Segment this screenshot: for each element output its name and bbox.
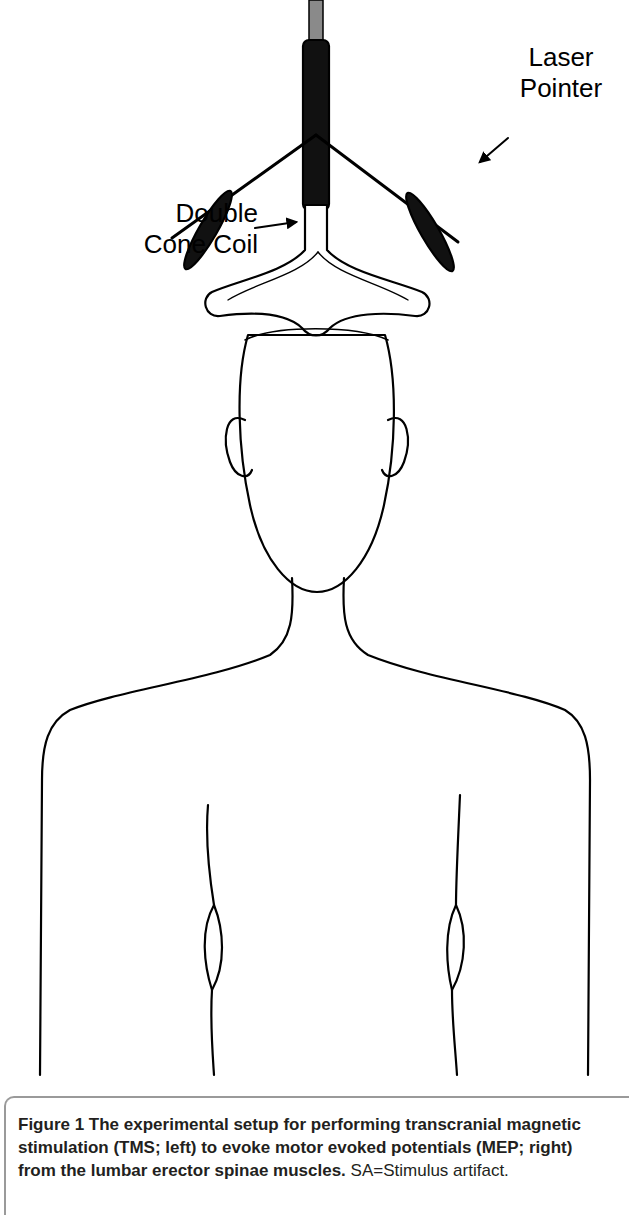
figure-caption: Figure 1 The experimental setup for perf…	[18, 1113, 614, 1182]
abbreviation-note: SA=Stimulus artifact.	[351, 1161, 509, 1180]
head-outline	[240, 335, 394, 592]
part-label: Double Cone Coil	[118, 198, 258, 260]
part-label: Laser Pointer	[505, 42, 617, 104]
torso-outline	[40, 578, 293, 1075]
